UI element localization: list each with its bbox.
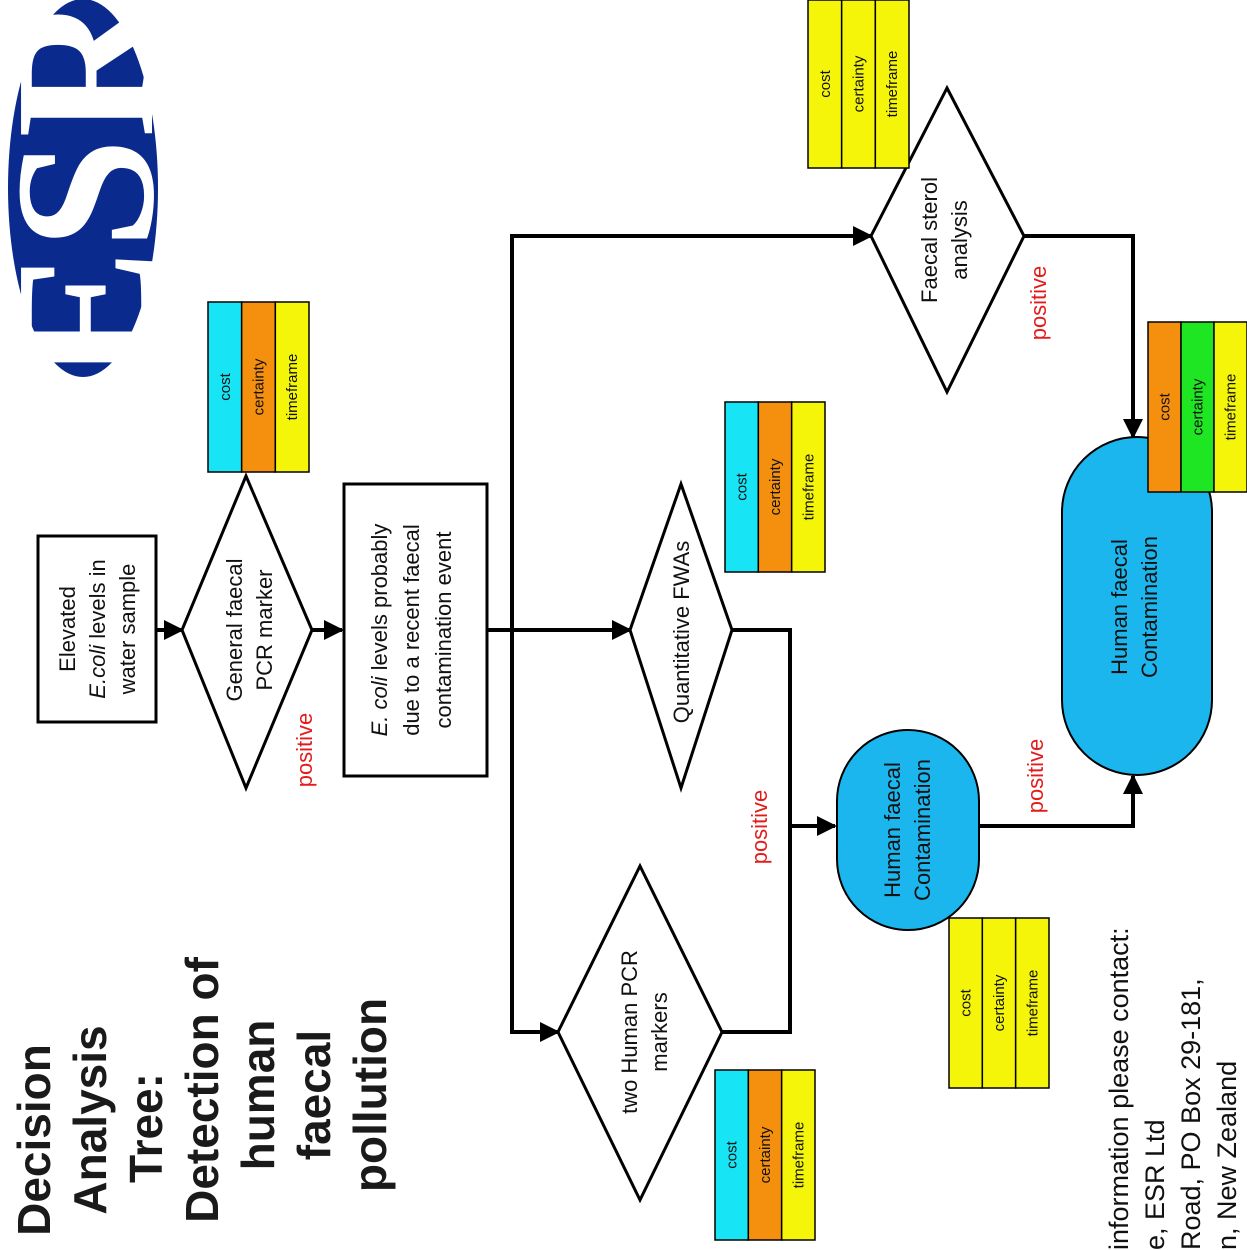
criteria-cell-cost <box>714 1069 750 1241</box>
title-line-4: Detection of <box>176 956 228 1222</box>
criteria-cell-cost <box>948 917 984 1089</box>
positive-label-sterol: positive <box>1026 266 1051 341</box>
contact-line-1: information please contact: <box>1104 927 1134 1250</box>
positive-label-general: positive <box>292 713 317 788</box>
positive-label-fwas: positive <box>747 790 772 865</box>
criteria-table-two-human-pcr: cost certainty timeframe <box>714 1069 816 1241</box>
node-elevated-ecoli: Elevated E.coli levels in water sample <box>36 534 158 724</box>
criteria-label-cost: cost <box>217 372 234 400</box>
criteria-label-cost: cost <box>958 988 975 1016</box>
criteria-label-cost: cost <box>1157 392 1174 420</box>
criteria-label-cost: cost <box>734 472 751 500</box>
title-line-2: Analysis <box>64 1025 116 1214</box>
edge-twopcr-to-contam1 <box>722 826 792 1034</box>
node-two-human-pcr: two Human PCR markers <box>556 862 724 1204</box>
title-line-5: human <box>232 1020 284 1171</box>
criteria-label-certainty: certainty <box>767 458 784 515</box>
node-human-contamination-1: Human faecal Contamination <box>836 729 980 931</box>
sterol-line-1: Faecal sterol <box>917 177 942 303</box>
criteria-cell-timeframe <box>874 0 910 169</box>
elevated-line-2: E.coli levels in <box>85 559 110 698</box>
criteria-table-faecal-sterol: cost certainty timeframe <box>807 0 910 169</box>
title-line-3: Tree: <box>120 1073 172 1183</box>
positive-label-contam1: positive <box>1023 739 1048 814</box>
criteria-table-human-contam-1: cost certainty timeframe <box>948 917 1050 1089</box>
criteria-cell-certainty <box>1180 321 1215 493</box>
criteria-cell-certainty <box>757 401 793 573</box>
page-title: Decision Analysis Tree: Detection of hum… <box>8 956 396 1235</box>
contam2-line-1: Human faecal <box>1107 539 1132 675</box>
criteria-label-timeframe: timeframe <box>1024 970 1041 1037</box>
criteria-label-certainty: certainty <box>1190 378 1207 435</box>
criteria-label-certainty: certainty <box>251 358 268 415</box>
criteria-label-certainty: certainty <box>757 1126 774 1183</box>
title-line-7: pollution <box>344 998 396 1192</box>
event-line-3: contamination event <box>431 532 456 729</box>
node-general-pcr: General faecal PCR marker <box>180 472 314 792</box>
criteria-label-timeframe: timeframe <box>884 51 901 118</box>
criteria-cell-timeframe <box>274 301 310 473</box>
criteria-cell-timeframe <box>790 401 826 573</box>
title-line-6: faecal <box>288 1030 340 1160</box>
edge-contam1-to-contam2 <box>978 774 1143 828</box>
criteria-label-timeframe: timeframe <box>1223 374 1240 441</box>
criteria-label-timeframe: timeframe <box>284 354 301 421</box>
logo-text: ESR <box>0 0 196 383</box>
criteria-cell-timeframe <box>1014 917 1050 1089</box>
criteria-label-cost: cost <box>817 69 834 97</box>
node-recent-event: E. coli levels probably due to a recent … <box>342 482 489 778</box>
criteria-cell-cost <box>807 0 843 169</box>
criteria-cell-cost <box>1147 321 1182 493</box>
criteria-cell-certainty <box>747 1069 783 1241</box>
criteria-table-quant-fwas: cost certainty timeframe <box>724 401 826 573</box>
general-pcr-line-2: PCR marker <box>252 569 277 690</box>
contam1-line-2: Contamination <box>910 759 935 901</box>
positive-labels: positive positive positive positive <box>292 266 1051 865</box>
criteria-cell-cost <box>724 401 760 573</box>
event-line-2: due to a recent faecal <box>399 524 424 736</box>
edge-fwas-to-contam1 <box>732 628 837 836</box>
two-pcr-line-2: markers <box>647 992 672 1071</box>
contact-line-2: e, ESR Ltd <box>1140 1119 1170 1250</box>
node-quantitative-fwas: Quantitative FWAs <box>628 479 734 793</box>
criteria-label-timeframe: timeframe <box>790 1122 807 1189</box>
criteria-label-timeframe: timeframe <box>800 454 817 521</box>
criteria-label-cost: cost <box>724 1140 741 1168</box>
contact-line-3: Road, PO Box 29-181, <box>1176 978 1206 1250</box>
logo-oval <box>8 0 158 377</box>
edge-sterol-to-contam2 <box>1024 234 1143 439</box>
event-line-1: E. coli levels probably <box>367 524 392 737</box>
edge-event-to-two-pcr <box>510 630 560 1042</box>
elevated-line-1: Elevated <box>55 586 80 672</box>
criteria-label-certainty: certainty <box>851 55 868 112</box>
node-human-contamination-2: Human faecal Contamination <box>1061 436 1213 776</box>
criteria-cell-timeframe <box>1213 321 1247 493</box>
criteria-table-human-contam-2: cost certainty timeframe <box>1147 321 1247 493</box>
connectors <box>156 226 1143 1042</box>
contam1-line-1: Human faecal <box>880 762 905 898</box>
fwas-text: Quantitative FWAs <box>669 541 694 724</box>
title-line-1: Decision <box>8 1044 60 1236</box>
edge-event-to-sterol <box>510 226 873 630</box>
criteria-cell-certainty <box>240 301 277 473</box>
elevated-line-3: water sample <box>115 564 140 696</box>
criteria-tables: cost certainty timeframe cost certainty timef… <box>207 0 1247 1241</box>
criteria-table-general-pcr: cost certainty timeframe <box>207 301 310 473</box>
two-pcr-line-1: two Human PCR <box>617 950 642 1114</box>
criteria-cell-timeframe <box>780 1069 816 1241</box>
criteria-label-certainty: certainty <box>991 974 1008 1031</box>
criteria-cell-cost <box>207 301 243 473</box>
contact-info: information please contact: e, ESR Ltd R… <box>1104 927 1242 1250</box>
esr-logo: ESR <box>0 0 196 383</box>
contam2-line-2: Contamination <box>1137 536 1162 678</box>
general-pcr-line-1: General faecal <box>222 558 247 701</box>
contact-line-4: n, New Zealand <box>1212 1061 1242 1250</box>
sterol-line-2: analysis <box>947 200 972 279</box>
